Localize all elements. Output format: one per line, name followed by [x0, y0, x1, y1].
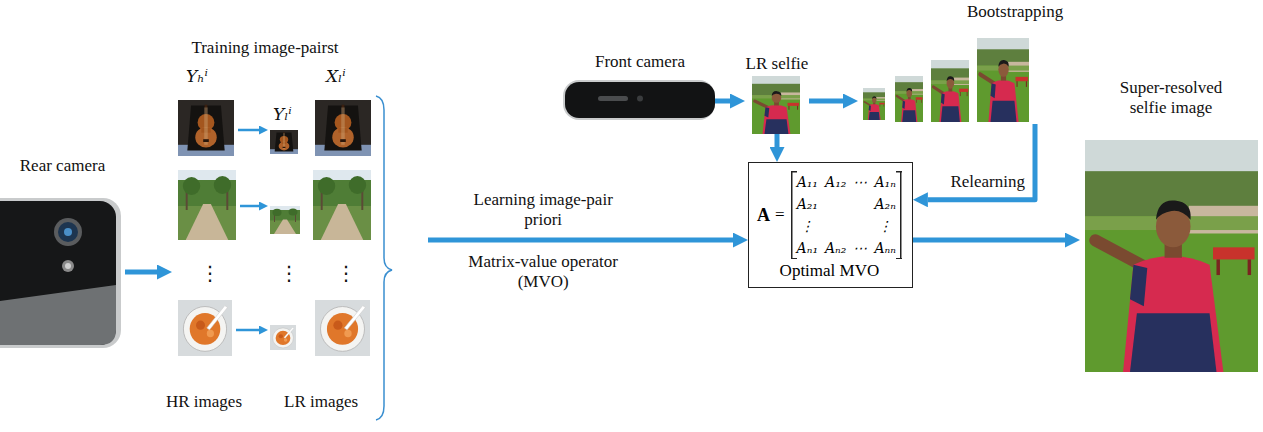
matrix-entry: Aₙₙ [874, 237, 895, 259]
matrix-entry: ⋮ [874, 215, 895, 237]
downsample-arrow [236, 329, 259, 332]
downsample-arrow [238, 129, 259, 132]
column-caption: LR images [284, 392, 358, 412]
connector-arrow [928, 124, 1035, 200]
downsample-arrow [240, 205, 259, 208]
ellipsis: ⋮ [336, 262, 356, 284]
matrix-entry: A₂ₙ [874, 193, 895, 215]
matrix: A₁₁A₁₂⋯A₁ₙA₂₁A₂ₙ⋮⋮Aₙ₁Aₙ₂⋯Aₙₙ [791, 171, 902, 259]
phone-back [0, 201, 116, 345]
node-label: LR selfie [739, 54, 815, 74]
connector-arrow [775, 134, 780, 147]
interpolated-image [313, 170, 371, 240]
node-label: Super-resolved selfie image [1100, 78, 1242, 118]
lr-selfie-image [752, 76, 800, 134]
lr-image [270, 130, 298, 154]
lr-image [270, 206, 300, 234]
math-symbol: Yₗⁱ [273, 104, 292, 124]
matrix-symbol: A [757, 205, 770, 226]
bootstrap-image [931, 60, 969, 122]
column-caption: HR images [166, 392, 242, 412]
equals-sign: = [775, 205, 785, 225]
edge-label: Relearning [950, 172, 1025, 192]
hr-image [178, 170, 236, 240]
speaker [598, 96, 628, 101]
matrix-entry: A₁₁ [797, 171, 818, 193]
phone-front [565, 82, 715, 118]
bootstrapping-node: Bootstrapping [858, 2, 1068, 124]
camera-lens [64, 228, 72, 236]
matrix-entry: Aₙ₁ [797, 237, 818, 259]
rear-phone [0, 198, 121, 348]
front-phone [563, 80, 715, 120]
selfie-images [752, 38, 1258, 372]
phone-reflection [0, 285, 116, 345]
matrix-entry: A₂₁ [797, 193, 818, 215]
connector-arrow [428, 238, 733, 243]
node-label: Bootstrapping [967, 2, 1063, 22]
training-images [178, 96, 392, 420]
flash [65, 263, 71, 269]
connector-arrow [125, 270, 157, 275]
front-camera-node: Front camera [565, 50, 715, 122]
phone-rim [0, 198, 121, 348]
hr-image [178, 100, 234, 156]
operator-caption: Matrix-value operator (MVO) [458, 252, 628, 292]
edge-label: Learning image-pair priori [458, 190, 628, 230]
bootstrap-image [863, 88, 885, 120]
matrix-entry: A₁ₙ [874, 171, 895, 193]
curly-bracket [376, 96, 392, 420]
bootstrap-image [977, 38, 1029, 122]
training-pairs-group: Training image-pairst [172, 38, 428, 416]
flash [62, 260, 74, 272]
camera-lens [58, 222, 78, 242]
interpolated-image [315, 300, 370, 356]
node-label: Rear camera [0, 156, 125, 176]
math-symbol: Xₗⁱ [326, 66, 346, 86]
node-label: Training image-pairst [165, 38, 365, 58]
hr-image [178, 300, 232, 356]
matrix-entry: A₁₂ [825, 171, 846, 193]
rear-camera-node: Rear camera [0, 150, 125, 350]
mvo-box: A=A₁₁A₁₂⋯A₁ₙA₂₁A₂ₙ⋮⋮Aₙ₁Aₙ₂⋯AₙₙOptimal MV… [748, 162, 913, 288]
matrix-entry: ⋮ [797, 215, 818, 237]
matrix-entry: Aₙ₂ [825, 237, 846, 259]
front-lens [637, 96, 643, 102]
box-caption: Optimal MVO [757, 261, 902, 281]
bootstrap-image [895, 76, 923, 122]
super-resolved-image [1085, 140, 1258, 372]
camera-lens [54, 218, 82, 246]
phone-rim [563, 80, 715, 120]
connector-arrow [715, 99, 730, 104]
math-symbol: Yₕⁱ [186, 66, 208, 86]
node-label: Front camera [565, 52, 715, 72]
matrix-entry: ⋯ [853, 237, 867, 259]
lr-selfie-node: LR selfie [745, 52, 809, 134]
ellipsis: ⋮ [200, 262, 220, 284]
ellipsis: ⋮ [279, 262, 299, 284]
interpolated-image [315, 100, 371, 156]
matrix-row: A=A₁₁A₁₂⋯A₁ₙA₂₁A₂ₙ⋮⋮Aₙ₁Aₙ₂⋯Aₙₙ [757, 171, 902, 259]
connector-arrow [809, 99, 843, 104]
matrix-entry: ⋯ [853, 171, 867, 193]
super-resolved-node: Super-resolved selfie image [1080, 78, 1262, 375]
lr-image [270, 325, 296, 350]
connector-arrow [913, 238, 1065, 243]
